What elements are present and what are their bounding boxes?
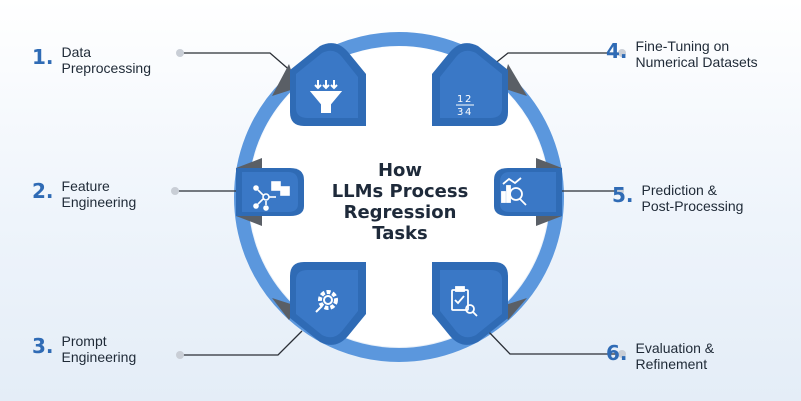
step-3: 3. Prompt Engineering	[32, 333, 136, 365]
connector-dots	[171, 49, 626, 359]
step-1-number: 1.	[32, 45, 54, 69]
step-6: 6. Evaluation & Refinement	[606, 340, 714, 372]
funnel-icon	[309, 80, 343, 113]
chart-magnifier-icon	[501, 177, 527, 206]
step-2-label: Feature Engineering	[61, 178, 137, 210]
step-1-badge	[272, 43, 366, 126]
clipboard-check-icon	[451, 286, 478, 317]
step-4-number: 4.	[606, 39, 628, 63]
step-1: 1. Data Preprocessing	[32, 44, 151, 76]
step-6-badge	[432, 262, 527, 345]
step-5-badge	[494, 158, 562, 226]
step-1-label: Data Preprocessing	[61, 44, 152, 76]
step-5-label: Prediction & Post-Processing	[641, 182, 744, 214]
step-5-number: 5.	[612, 183, 634, 207]
gear-search-icon	[315, 290, 338, 313]
connector-1	[180, 52, 294, 74]
svg-text:2: 2	[465, 94, 471, 105]
connector-lines	[175, 52, 622, 356]
step-3-badge	[272, 262, 366, 345]
step-4-label: Fine-Tuning on Numerical Datasets	[635, 38, 758, 70]
step-4: 4. Fine-Tuning on Numerical Datasets	[606, 38, 758, 70]
step-6-number: 6.	[606, 341, 628, 365]
step-2-number: 2.	[32, 179, 54, 203]
svg-text:1: 1	[457, 94, 463, 105]
step-3-number: 3.	[32, 334, 54, 358]
connector-3	[180, 330, 303, 356]
svg-text:3: 3	[457, 107, 463, 118]
step-2: 2. Feature Engineering	[32, 178, 136, 210]
step-6-label: Evaluation & Refinement	[635, 340, 715, 372]
step-5: 5. Prediction & Post-Processing	[612, 182, 743, 214]
svg-text:4: 4	[465, 107, 471, 118]
network-cubes-icon	[253, 181, 290, 211]
step-2-badge	[236, 158, 304, 226]
connector-6	[486, 329, 622, 355]
diagram-title: How LLMs Process Regression Tasks	[331, 160, 469, 244]
step-3-label: Prompt Engineering	[61, 333, 137, 365]
